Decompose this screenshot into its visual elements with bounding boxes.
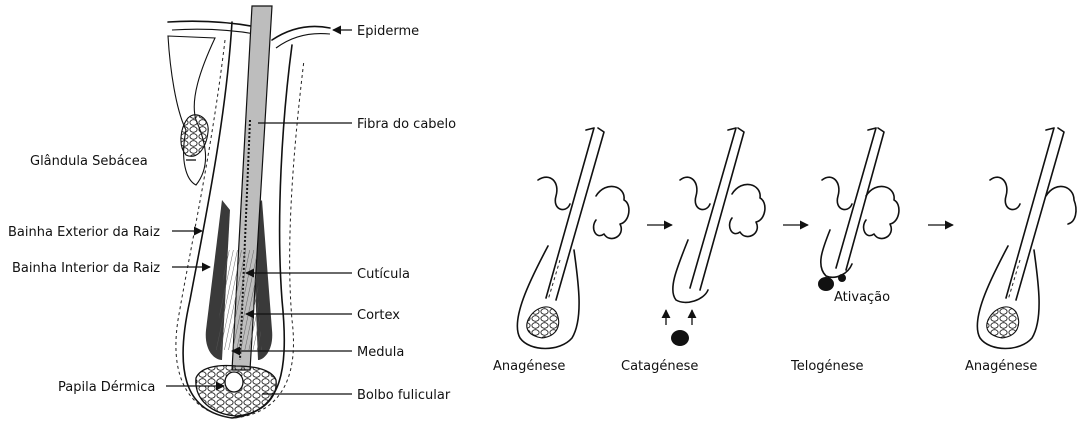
label-papila: Papila Dérmica <box>58 380 155 395</box>
label-stage-4: Anagénese <box>965 359 1037 374</box>
label-stage-2: Catagénese <box>621 359 698 374</box>
label-stage-1: Anagénese <box>493 359 565 374</box>
label-medula: Medula <box>357 345 404 360</box>
stage-anagen-2 <box>977 128 1076 349</box>
label-cuticula: Cutícula <box>357 267 410 282</box>
follicle-anatomy <box>168 6 330 418</box>
label-epiderme: Epiderme <box>357 24 419 39</box>
label-bainha-int: Bainha Interior da Raiz <box>12 261 160 276</box>
label-bainha-ext: Bainha Exterior da Raiz <box>8 225 160 240</box>
stage-catagen <box>666 128 765 346</box>
label-glandula: Glândula Sebácea <box>30 154 148 169</box>
label-bolbo: Bolbo fulicular <box>357 388 451 403</box>
label-cortex: Cortex <box>357 308 400 323</box>
label-stage-3: Telogénese <box>790 359 864 374</box>
stage-telogen <box>818 128 899 291</box>
label-fibra: Fibra do cabelo <box>357 117 456 132</box>
stage-anagen-1 <box>517 128 629 349</box>
label-activation: Ativação <box>834 290 890 305</box>
